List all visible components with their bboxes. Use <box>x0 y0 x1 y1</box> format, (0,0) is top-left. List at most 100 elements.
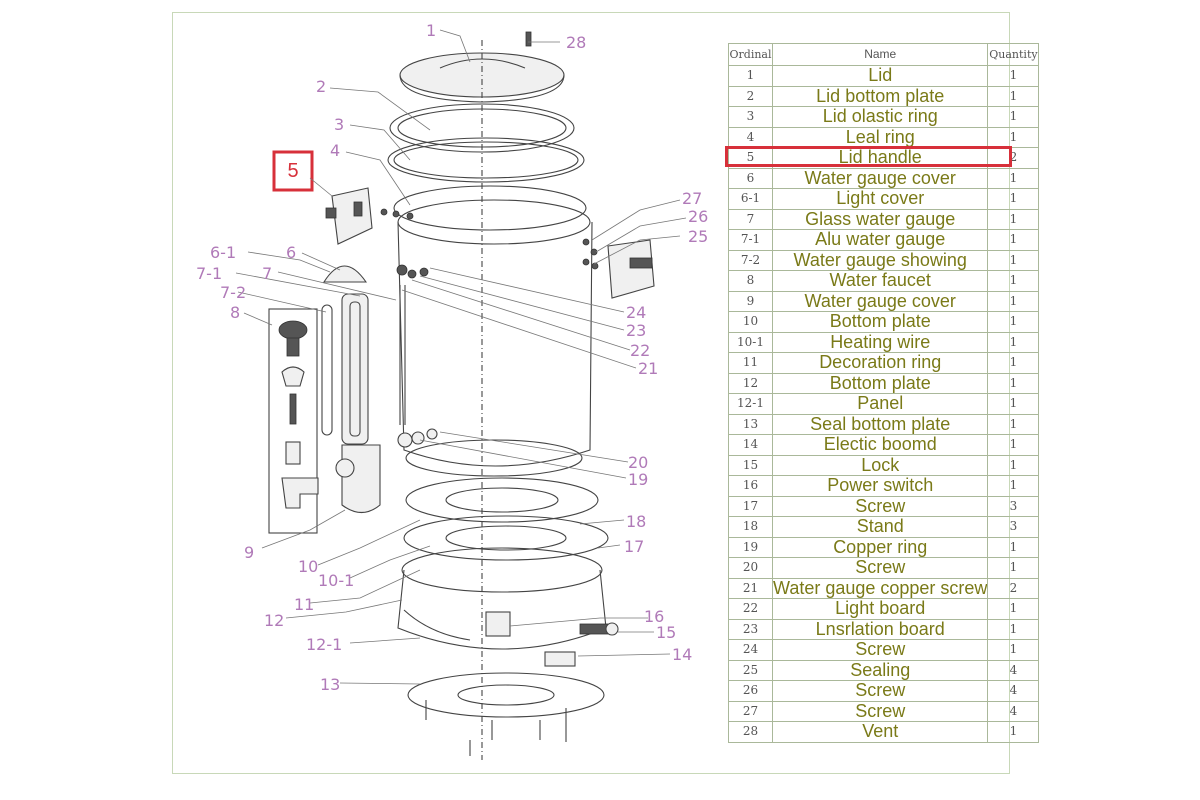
cell-name: Screw <box>771 557 989 579</box>
callout-26: 26 <box>688 207 708 226</box>
cell-ordinal: 7-1 <box>728 229 773 251</box>
cell-quantity: 3 <box>987 495 1040 517</box>
cell-name: Bottom plate <box>771 311 989 333</box>
cell-ordinal: 12 <box>728 372 773 394</box>
cell-ordinal: 10-1 <box>728 331 773 353</box>
callout-6-1: 6-1 <box>210 243 236 262</box>
cell-ordinal: 18 <box>728 516 773 538</box>
cell-name: Screw <box>771 639 989 661</box>
callout-21: 21 <box>638 359 658 378</box>
base-part <box>397 547 607 650</box>
cell-ordinal: 14 <box>728 434 773 456</box>
callout-9: 9 <box>244 543 254 562</box>
callout-15: 15 <box>656 623 676 642</box>
cell-quantity: 1 <box>987 372 1040 394</box>
cell-quantity: 1 <box>987 721 1040 743</box>
table-header-row: Ordinal Name Quantity <box>728 43 1040 66</box>
seal-ring-part <box>393 185 587 231</box>
cell-ordinal: 22 <box>728 598 773 620</box>
cell-quantity: 1 <box>987 126 1040 148</box>
cell-quantity: 3 <box>987 516 1040 538</box>
lid-elastic-ring-part <box>387 137 585 183</box>
callout-12-1: 12-1 <box>306 635 342 654</box>
cell-ordinal: 15 <box>728 454 773 476</box>
cell-ordinal: 24 <box>728 639 773 661</box>
cell-quantity: 1 <box>987 65 1040 87</box>
cell-name: Seal bottom plate <box>771 413 989 435</box>
cell-ordinal: 8 <box>728 270 773 292</box>
gauge-fittings <box>396 264 438 448</box>
bottom-plate-part <box>405 477 599 523</box>
callout-14: 14 <box>672 645 692 664</box>
header-ordinal: Ordinal <box>728 43 773 66</box>
cell-name: Screw <box>771 495 989 517</box>
cell-quantity: 1 <box>987 188 1040 210</box>
water-gauge-cover-bottom-part <box>341 444 381 514</box>
callout-labels: 1 28 2 3 4 6-1 6 7-1 7 7-2 8 9 10 10-1 1… <box>196 21 708 694</box>
callout-18: 18 <box>626 512 646 531</box>
cell-name: Leal ring <box>771 126 989 148</box>
callout-28: 28 <box>566 33 586 52</box>
cell-ordinal: 19 <box>728 536 773 558</box>
electric-board-part <box>544 651 576 667</box>
callout-7-1: 7-1 <box>196 264 222 283</box>
cell-name: Water faucet <box>771 270 989 292</box>
cell-name: Panel <box>771 393 989 415</box>
callout-25: 25 <box>688 227 708 246</box>
cell-quantity: 1 <box>987 454 1040 476</box>
cell-name: Stand <box>771 516 989 538</box>
glass-water-gauge-part <box>341 293 369 445</box>
cell-quantity: 1 <box>987 208 1040 230</box>
cell-quantity: 1 <box>987 229 1040 251</box>
header-quantity: Quantity <box>987 43 1040 66</box>
callout-17: 17 <box>624 537 644 556</box>
cell-name: Water gauge showing <box>771 249 989 271</box>
lock-part <box>579 622 619 636</box>
callout-22: 22 <box>630 341 650 360</box>
callout-23: 23 <box>626 321 646 340</box>
cell-name: Copper ring <box>771 536 989 558</box>
highlight-label-part-5: 5 <box>287 160 298 182</box>
cell-name: Decoration ring <box>771 352 989 374</box>
callout-27: 27 <box>682 189 702 208</box>
cell-name: Electic boomd <box>771 434 989 456</box>
cell-name: Glass water gauge <box>771 208 989 230</box>
cell-quantity: 1 <box>987 85 1040 107</box>
cell-quantity: 1 <box>987 618 1040 640</box>
cell-ordinal: 21 <box>728 577 773 599</box>
cell-ordinal: 23 <box>728 618 773 640</box>
callout-24: 24 <box>626 303 646 322</box>
cell-quantity: 4 <box>987 700 1040 722</box>
cell-name: Water gauge cover <box>771 167 989 189</box>
cell-quantity: 1 <box>987 639 1040 661</box>
callout-7: 7 <box>262 264 272 283</box>
water-gauge-cover-part <box>323 265 368 283</box>
callout-13: 13 <box>320 675 340 694</box>
cell-ordinal: 13 <box>728 413 773 435</box>
callout-11: 11 <box>294 595 314 614</box>
cell-ordinal: 17 <box>728 495 773 517</box>
cell-ordinal: 1 <box>728 65 773 87</box>
cell-quantity: 1 <box>987 536 1040 558</box>
